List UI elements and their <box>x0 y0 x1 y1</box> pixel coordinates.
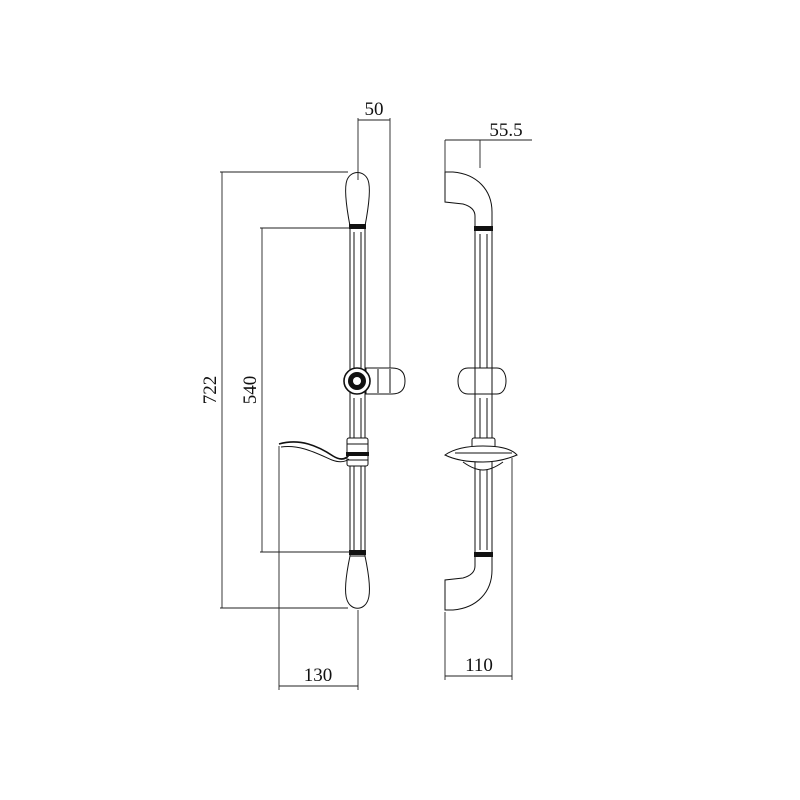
dim-top-width: 50 <box>365 99 384 120</box>
side-view <box>444 171 518 611</box>
side-top-elbow <box>444 171 493 229</box>
front-dish-holder <box>346 437 369 467</box>
front-slider-bracket <box>343 367 406 395</box>
front-dish-arm <box>278 441 350 460</box>
front-bottom-cap <box>345 555 370 609</box>
dim-dish-projection: 130 <box>304 665 333 686</box>
front-view <box>278 172 406 609</box>
front-top-band <box>349 224 366 229</box>
dim-side-offset: 55.5 <box>489 120 522 141</box>
dim-mount-spacing: 540 <box>240 376 261 405</box>
side-rail-tube <box>474 227 493 557</box>
dimensions: 50 55.5 722 540 130 110 <box>200 99 532 690</box>
side-slider-bracket <box>457 367 507 395</box>
dim-side-depth: 110 <box>465 655 493 676</box>
front-bottom-band <box>349 550 366 555</box>
side-bottom-elbow <box>444 555 493 611</box>
side-top-band <box>474 226 493 231</box>
front-dish-arm-lower <box>280 445 350 463</box>
side-soap-dish <box>444 437 518 471</box>
dim-total-height: 722 <box>200 376 221 405</box>
side-bottom-band <box>474 552 493 557</box>
front-top-cap <box>345 172 370 227</box>
